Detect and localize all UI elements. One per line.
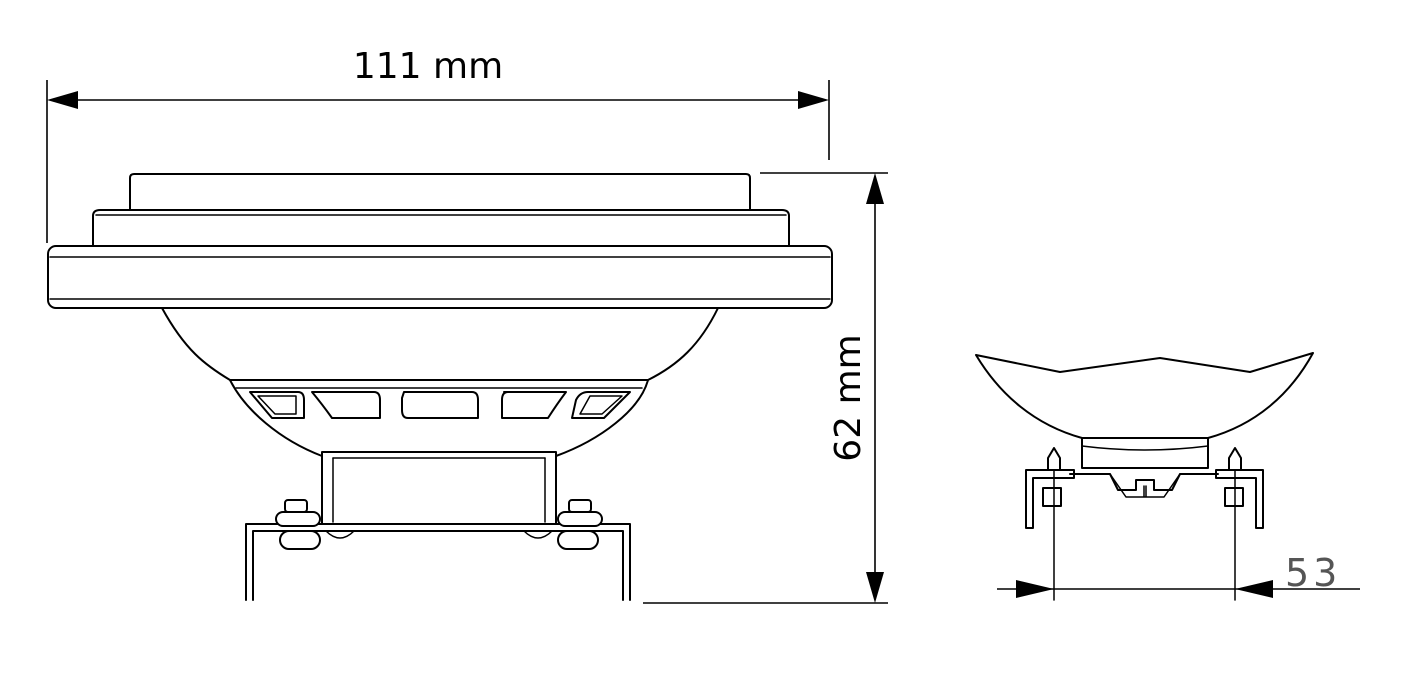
pin-spacing-label: 53 [1285,551,1341,595]
cooling-slot [401,391,479,419]
screw-nut [557,530,599,550]
lamp-side-view [47,173,833,601]
height-label: 62 mm [828,334,869,461]
lamp-reflector [161,307,719,381]
pin-tip [1047,447,1061,471]
profile-pin-left [1042,447,1062,601]
screw-nut [279,530,321,550]
cooling-slot [501,391,567,419]
width-arrow-right [798,91,829,109]
width-arrow-left [47,91,78,109]
profile-pin-right [1224,447,1244,601]
cooling-slot [311,391,381,419]
lamp-profile-view: 53 [975,352,1360,601]
terminal-screw-right [523,499,603,550]
terminal-screw-left [275,499,355,550]
pin-tip [1228,447,1242,471]
pin-spacing-arrow-right [1235,580,1273,598]
cooling-slot [249,391,305,419]
height-dimension: 62 mm [643,172,888,604]
cooling-slots [249,391,631,419]
pin-block [1224,487,1244,507]
pin-block [1042,487,1062,507]
profile-clip-right [1215,469,1264,529]
profile-neck-curve [1081,445,1209,451]
pin-spacing-arrow-left [1016,580,1054,598]
screw-washer [557,511,603,527]
screw-washer [275,511,321,527]
width-label: 111 mm [353,46,503,87]
cooling-slot-inner [579,395,623,415]
screw-clip [325,530,355,539]
profile-neck [1081,437,1209,469]
height-arrow-top [866,173,884,204]
profile-clip-left [1025,469,1075,529]
mounting-bracket-inner [252,530,624,601]
lamp-base-block [321,451,557,525]
lamp-top-lens [129,173,751,211]
profile-base-notch [1109,473,1181,498]
cooling-slot [571,391,631,419]
lamp-front-ring [92,209,790,247]
profile-base [1069,473,1219,491]
screw-head [568,499,592,513]
cooling-slot-inner [257,395,297,415]
screw-head [284,499,308,513]
height-arrow-bottom [866,572,884,603]
screw-clip [523,530,553,539]
width-dimension: 111 mm [46,46,830,243]
mounting-bracket [245,523,631,601]
profile-reflector [975,352,1314,439]
